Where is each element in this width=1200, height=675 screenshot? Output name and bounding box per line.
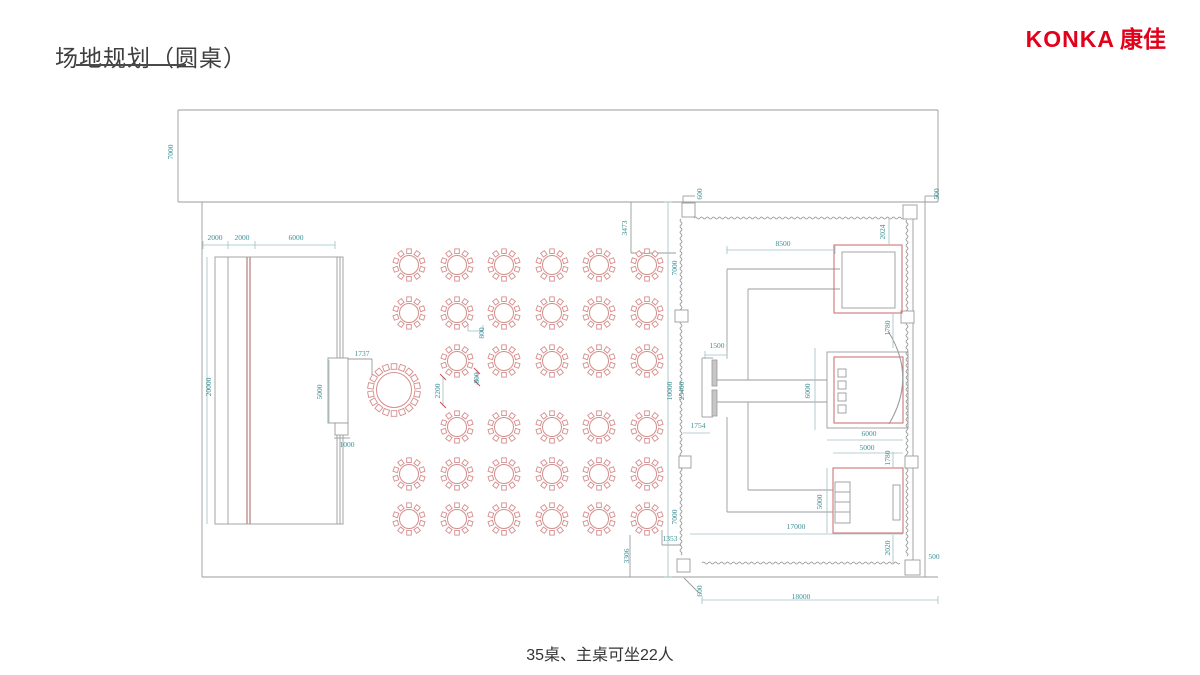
svg-text:600: 600	[695, 188, 704, 200]
svg-text:2000: 2000	[208, 233, 223, 242]
svg-text:3473: 3473	[620, 220, 629, 235]
svg-text:800: 800	[477, 327, 486, 339]
svg-text:1780: 1780	[883, 450, 892, 465]
svg-text:5000: 5000	[860, 443, 875, 452]
svg-text:5000: 5000	[815, 494, 824, 509]
svg-text:6000: 6000	[289, 233, 304, 242]
svg-text:7000: 7000	[670, 509, 679, 524]
svg-text:6000: 6000	[862, 429, 877, 438]
svg-text:500: 500	[928, 552, 940, 561]
svg-text:18000: 18000	[792, 592, 811, 601]
svg-text:10000: 10000	[665, 381, 674, 400]
svg-text:500: 500	[932, 188, 941, 200]
table-count-caption: 35桌、主桌可坐22人	[526, 647, 674, 664]
svg-text:1780: 1780	[883, 320, 892, 335]
svg-text:2000: 2000	[235, 233, 250, 242]
konka-logo-cn: 康佳	[1120, 26, 1166, 52]
svg-text:20000: 20000	[204, 377, 213, 396]
svg-text:25400: 25400	[677, 381, 686, 400]
svg-text:2024: 2024	[878, 224, 887, 239]
konka-logo-latin: KONKA	[1025, 26, 1115, 52]
page-title: 场地规划（圆桌）	[55, 45, 247, 72]
svg-text:7000: 7000	[166, 144, 175, 159]
svg-text:17000: 17000	[787, 522, 806, 531]
svg-text:2020: 2020	[883, 540, 892, 555]
title-underline	[76, 64, 186, 66]
svg-text:600: 600	[695, 585, 704, 597]
svg-text:1000: 1000	[340, 440, 355, 449]
svg-text:1353: 1353	[663, 534, 678, 543]
svg-text:1754: 1754	[691, 421, 706, 430]
svg-text:3306: 3306	[622, 548, 631, 563]
svg-text:1737: 1737	[355, 349, 370, 358]
svg-text:1500: 1500	[710, 341, 725, 350]
svg-text:8500: 8500	[776, 239, 791, 248]
svg-text:800: 800	[472, 372, 481, 384]
svg-text:5000: 5000	[315, 384, 324, 399]
svg-text:6000: 6000	[803, 383, 812, 398]
svg-text:2200: 2200	[433, 383, 442, 398]
svg-text:7000: 7000	[670, 260, 679, 275]
